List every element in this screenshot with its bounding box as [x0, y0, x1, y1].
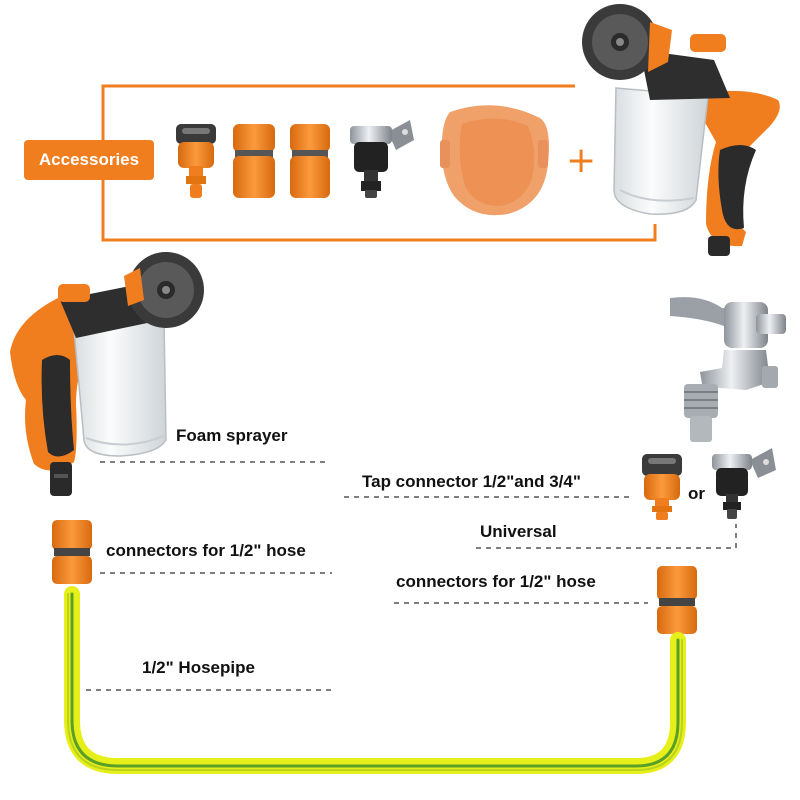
connectors-left-label: connectors for 1/2" hose: [106, 541, 306, 560]
leader-lines: [86, 461, 737, 691]
foam-sprayer-left-icon: [10, 252, 204, 496]
hosepipe-label: 1/2" Hosepipe: [142, 658, 255, 677]
hose-connector-right-icon: [657, 566, 697, 634]
tap-connector-label: Tap connector 1/2"and 3/4": [362, 472, 581, 491]
accessories-frame: [101, 84, 657, 242]
hosepipe: [64, 586, 686, 774]
foam-sprayer-top-icon: [582, 4, 780, 256]
foam-sprayer-label: Foam sprayer: [176, 426, 288, 445]
tap-connector-right-icon: [642, 454, 682, 520]
or-label: or: [688, 484, 705, 503]
hose-connector-left-icon: [52, 520, 92, 584]
connectors-right-label: connectors for 1/2" hose: [396, 572, 596, 591]
accessories-label: Accessories: [38, 150, 140, 169]
tap-connector-icon: [176, 124, 216, 198]
universal-connector-right-icon: [712, 448, 776, 519]
universal-connector-icon: [350, 120, 414, 198]
hose-connector-icon: [290, 124, 330, 198]
plus-sign: +: [566, 140, 597, 181]
brush-pad-icon: [440, 105, 549, 216]
hose-connector-icon: [233, 124, 275, 198]
accessories-badge: Accessories: [24, 140, 154, 180]
universal-label: Universal: [480, 522, 557, 541]
water-tap-icon: [670, 297, 786, 442]
